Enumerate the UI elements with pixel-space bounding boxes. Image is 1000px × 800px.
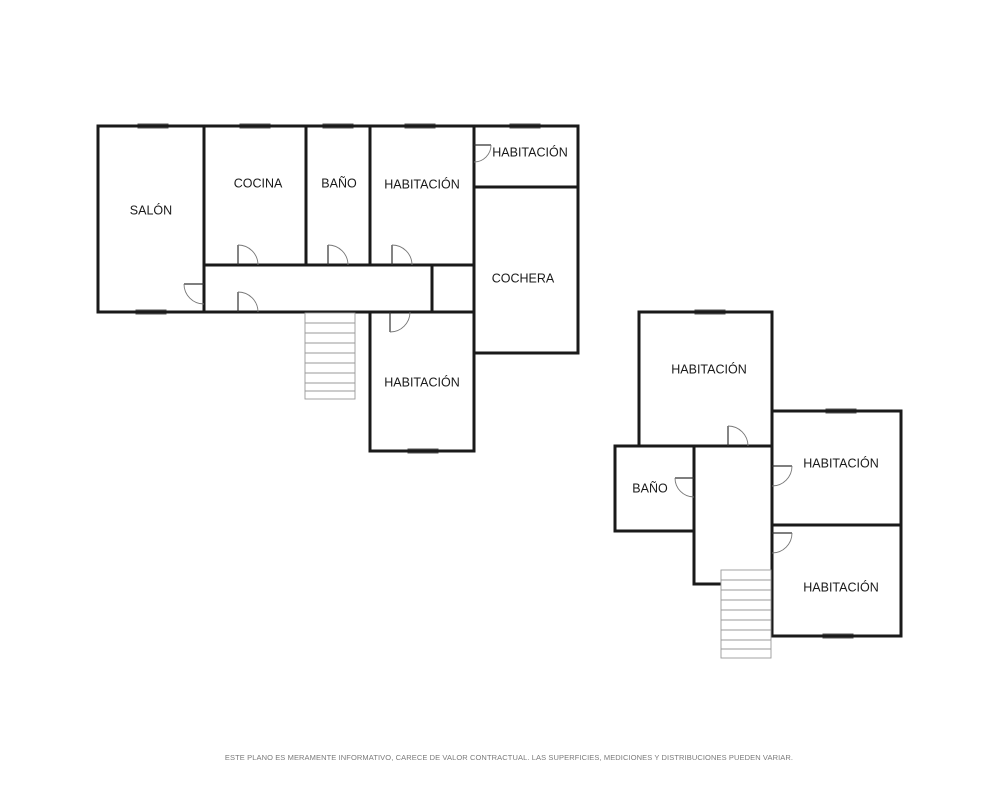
room-label-cocina: COCINA bbox=[234, 176, 283, 190]
room-labels-ground-floor: SALÓN COCINA BAÑO HABITACIÓN HABITACIÓN … bbox=[130, 144, 568, 389]
hallway bbox=[202, 263, 434, 314]
room-label-habitacion-bottom: HABITACIÓN bbox=[803, 579, 878, 594]
door-habitacion-bottom bbox=[771, 532, 793, 554]
stair-outline bbox=[304, 312, 356, 400]
door-cocina bbox=[237, 244, 259, 266]
room-label-habitacion-small: HABITACIÓN bbox=[492, 144, 567, 159]
room-label-bano: BAÑO bbox=[321, 176, 357, 190]
door-hall-entrance bbox=[237, 291, 259, 313]
stairs-ground-floor bbox=[304, 312, 356, 400]
habitacion-top-room bbox=[637, 310, 774, 448]
room-label-habitacion-lower: HABITACIÓN bbox=[384, 374, 459, 389]
door-bano-upper bbox=[674, 477, 695, 498]
door-habitacion-lower bbox=[389, 311, 411, 333]
habitacion-room bbox=[368, 124, 476, 267]
disclaimer-text: ESTE PLANO ES MERAMENTE INFORMATIVO, CAR… bbox=[225, 753, 793, 762]
stair-outline bbox=[720, 569, 772, 659]
bano-room bbox=[304, 124, 372, 267]
habitacion-lower-room bbox=[368, 310, 476, 453]
doors-ground-floor bbox=[183, 144, 492, 333]
room-label-cochera: COCHERA bbox=[492, 271, 555, 285]
cochera-room bbox=[472, 185, 580, 355]
cocina-room bbox=[202, 124, 308, 267]
door-habitacion-small bbox=[473, 144, 492, 163]
ground-floor: SALÓN COCINA BAÑO HABITACIÓN HABITACIÓN … bbox=[96, 123, 580, 454]
door-bano bbox=[327, 244, 349, 266]
room-label-salon: SALÓN bbox=[130, 202, 172, 217]
walls-ground-floor bbox=[96, 124, 580, 453]
habitacion-bottom-room bbox=[770, 523, 903, 638]
windows-ground-floor bbox=[135, 123, 541, 454]
hallway-upper bbox=[692, 444, 774, 586]
room-label-habitacion: HABITACIÓN bbox=[384, 176, 459, 191]
room-label-habitacion-top: HABITACIÓN bbox=[671, 361, 746, 376]
room-label-habitacion-right: HABITACIÓN bbox=[803, 455, 878, 470]
room-labels-upper-floor: HABITACIÓN HABITACIÓN BAÑO HABITACIÓN bbox=[632, 361, 878, 594]
doors-upper-floor bbox=[674, 425, 793, 554]
upper-floor: HABITACIÓN HABITACIÓN BAÑO HABITACIÓN bbox=[613, 309, 903, 659]
door-habitacion bbox=[391, 244, 413, 266]
walls-upper-floor bbox=[613, 310, 903, 638]
room-label-bano-upper: BAÑO bbox=[632, 481, 668, 495]
door-habitacion-right bbox=[771, 465, 793, 487]
door-salon bbox=[183, 283, 205, 305]
door-habitacion-top bbox=[727, 425, 749, 447]
stairs-upper-floor bbox=[720, 569, 772, 659]
